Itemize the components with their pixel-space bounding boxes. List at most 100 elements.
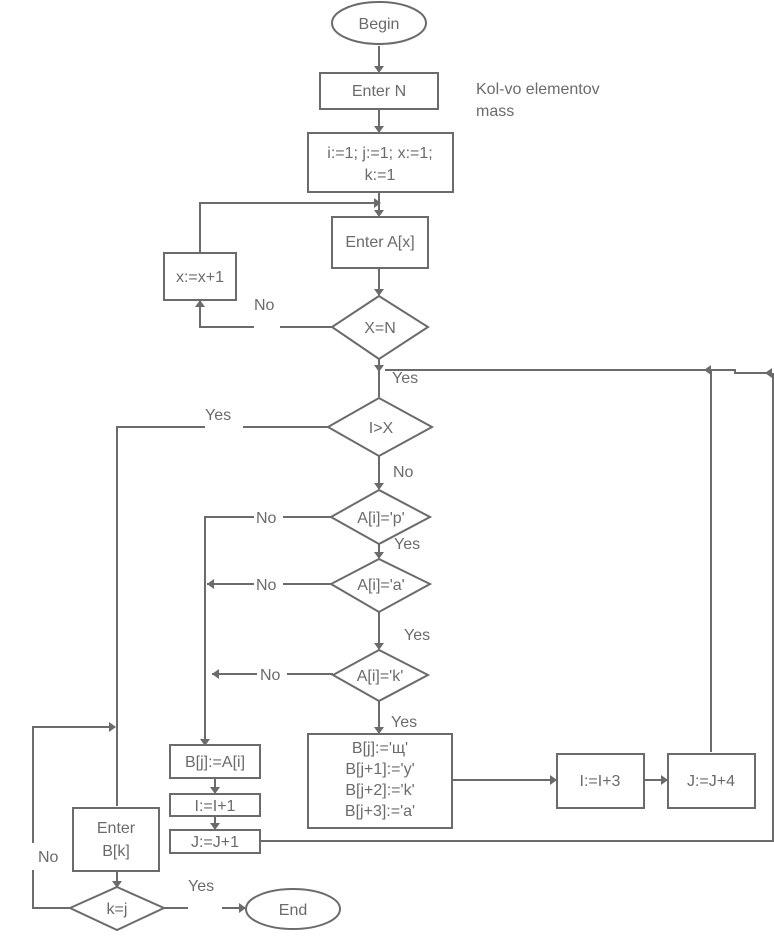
init-line-1: i:=1; j:=1; x:=1; [327, 145, 432, 162]
cond-ix-label: I>X [369, 420, 394, 437]
arrowhead [704, 365, 711, 375]
node-copy: B[j]:=A[i] [169, 744, 261, 779]
cond-k-label: A[i]='k' [357, 668, 404, 685]
edge-p-no-b [204, 516, 254, 745]
label-a-yes: Yes [404, 627, 430, 644]
node-end: End [245, 888, 341, 930]
arrowhead [210, 823, 220, 830]
label-p-yes: Yes [394, 536, 420, 553]
arrowhead [374, 727, 384, 734]
arrowhead [374, 483, 384, 490]
label-xn-yes: Yes [392, 370, 418, 387]
i-inc3-label: I:=I+3 [580, 773, 621, 790]
io-box [72, 807, 160, 872]
decision-shape [330, 648, 431, 703]
node-i-inc1: I:=I+1 [169, 793, 261, 817]
label-a-no: No [256, 577, 277, 594]
cond-xn-label: X=N [364, 320, 396, 337]
begin-label: Begin [359, 16, 400, 33]
decision-shape [67, 885, 167, 932]
enter-bk-line-2: B[k] [102, 843, 130, 860]
arrowhead [374, 289, 384, 296]
process-box [163, 252, 237, 301]
node-cond-kj: k=j [67, 885, 167, 932]
annotation: Kol-vo elementov mass [476, 81, 600, 120]
assign-line-4: B[j+3]:='a' [345, 803, 415, 820]
edge-ix-yes-b [116, 426, 205, 806]
terminator-shape [331, 1, 427, 45]
arrowhead [374, 552, 384, 559]
annotation-line-2: mass [476, 103, 514, 120]
end-label: End [279, 902, 307, 919]
enter-n-label: Enter N [352, 83, 406, 100]
arrowhead [239, 903, 246, 913]
label-xn-no: No [254, 297, 275, 314]
node-enter-ax: Enter A[x] [331, 216, 429, 269]
process-box [169, 829, 261, 854]
process-box [556, 753, 645, 809]
io-box [331, 216, 429, 269]
annotation-line-1: Kol-vo elementov [476, 81, 600, 98]
arrowhead [374, 126, 384, 133]
arrowhead [374, 365, 384, 372]
node-j-inc1: J:=J+1 [169, 829, 261, 854]
arrowhead [112, 881, 122, 888]
node-j-inc4: J:=J+4 [667, 753, 756, 809]
i-inc1-label: I:=I+1 [195, 798, 236, 815]
arrowhead [207, 579, 214, 589]
node-cond-p: A[i]='p' [328, 488, 433, 546]
init-line-2: k:=1 [365, 167, 396, 184]
process-box [169, 744, 261, 779]
node-begin: Begin [331, 1, 427, 45]
j-inc4-label: J:=J+4 [687, 773, 735, 790]
connectors [32, 46, 774, 913]
node-init: i:=1; j:=1; x:=1; k:=1 [307, 132, 454, 193]
enter-ax-label: Enter A[x] [345, 234, 414, 251]
node-cond-xn: X=N [330, 294, 430, 361]
arrowhead [195, 300, 205, 307]
process-box [307, 132, 454, 193]
node-enter-n: Enter N [319, 72, 439, 110]
node-enter-bk: Enter B[k] [72, 807, 160, 872]
process-box [307, 733, 453, 829]
node-x-inc: x:=x+1 [163, 252, 237, 301]
label-kj-yes: Yes [188, 878, 214, 895]
process-box [667, 753, 756, 809]
assign-line-3: B[j+2]:='k' [345, 782, 414, 799]
node-cond-a: A[i]='a' [328, 557, 433, 614]
cond-a-label: A[i]='a' [357, 577, 404, 594]
node-cond-ix: I>X [325, 396, 435, 458]
enter-bk-line-1: Enter [97, 820, 136, 837]
arrowhead [374, 66, 384, 73]
label-kj-no: No [38, 849, 59, 866]
arrowhead [212, 669, 219, 679]
arrowhead [109, 722, 116, 732]
arrowhead [374, 210, 384, 217]
arrowhead [550, 775, 557, 785]
edge-loop-back [385, 369, 772, 374]
edge-j1-rail [259, 373, 774, 842]
decision-shape [330, 294, 430, 361]
assign-line-2: B[j+1]:='y' [345, 761, 414, 778]
decision-shape [325, 396, 435, 458]
io-box [319, 72, 439, 110]
edge-kj-no-b [32, 726, 115, 843]
label-k-no: No [260, 667, 281, 684]
arrowhead [210, 787, 220, 794]
node-i-inc3: I:=I+3 [556, 753, 645, 809]
edge-xn-no-b [199, 301, 254, 328]
label-ix-yes: Yes [205, 407, 231, 424]
terminator-shape [245, 888, 341, 930]
assign-line-1: B[j]:='щ' [352, 740, 408, 757]
decision-shape [328, 488, 433, 546]
arrowhead [374, 198, 381, 208]
edge-xinc-loop [199, 202, 380, 253]
label-p-no: No [256, 510, 277, 527]
copy-label: B[j]:=A[i] [185, 754, 245, 771]
arrowhead [765, 368, 772, 378]
x-inc-label: x:=x+1 [176, 269, 224, 286]
branch-labels: No Yes Yes No No Yes No Yes No Yes No Ye… [38, 297, 430, 895]
arrowhead [374, 643, 384, 650]
cond-kj-label: k=j [107, 901, 128, 918]
